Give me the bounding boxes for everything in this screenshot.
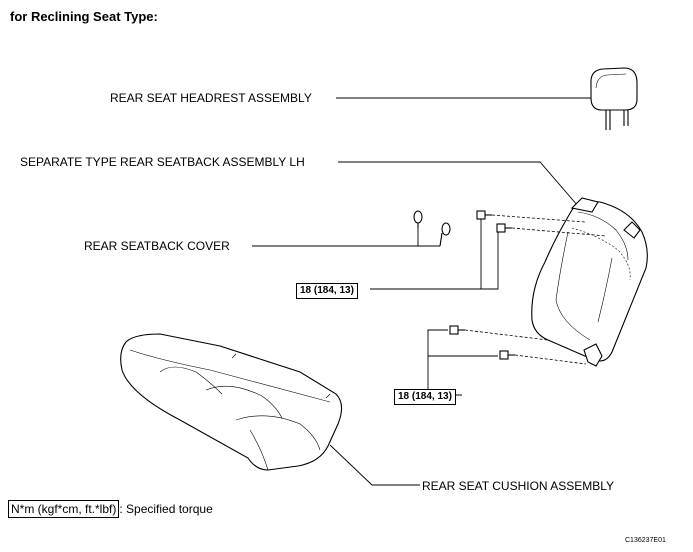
cover-pins-drawing [413,210,451,247]
label-seat-cushion: REAR SEAT CUSHION ASSEMBLY [422,479,615,493]
torque-upper: 18 (184, 13) [296,283,358,299]
leader-lines [252,97,592,486]
label-headrest: REAR SEAT HEADREST ASSEMBLY [110,91,312,105]
page-title: for Reclining Seat Type: [10,9,158,24]
torque-lower: 18 (184, 13) [394,389,456,405]
upper-bolts-drawing [476,210,607,237]
seatback-drawing [531,197,648,367]
lower-bolts-drawing [449,325,587,365]
legend-unit: N*m (kgf*cm, ft.*lbf) [8,500,120,518]
label-seatback-cover: REAR SEATBACK COVER [84,239,230,253]
label-seatback: SEPARATE TYPE REAR SEATBACK ASSEMBLY LH [20,155,305,169]
cushion-drawing [120,333,343,471]
figure-code: C136237E01 [625,537,666,544]
headrest-drawing [590,67,638,130]
torque-legend: N*m (kgf*cm, ft.*lbf): Specified torque [8,500,213,518]
legend-text: : Specified torque [119,502,213,516]
